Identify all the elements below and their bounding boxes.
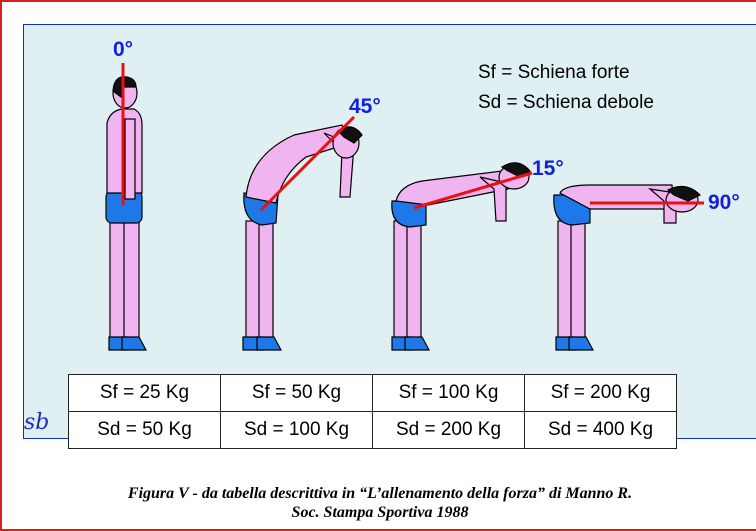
caption-line-2: Soc. Stampa Sportiva 1988 [2,503,756,522]
figure-90-leg-front [571,221,585,345]
signature: sb [24,410,49,435]
figure-45-leg-back [246,221,260,345]
legend: Sf = Schiena forte Sd = Schiena debole [478,58,654,118]
angle-label-90: 90° [708,191,740,215]
table-row-sf: Sf = 25 Kg Sf = 50 Kg Sf = 100 Kg Sf = 2… [69,375,677,412]
figure-45-shoe-front [257,337,281,350]
angle-label-45: 45° [349,95,381,119]
figure-standing [106,63,146,350]
illustration-panel: 0° 45° 15° 90° Sf = Schiena forte Sd = S… [23,24,756,439]
figure-standing-leg-back [110,220,125,345]
caption-line-1: Figura V - da tabella descrittiva in “L’… [2,484,756,503]
table-cell: Sf = 100 Kg [373,375,525,412]
angle-label-0: 0° [113,38,133,62]
figure-15-leg-front [407,221,421,345]
angle-label-15: 15° [532,157,564,181]
figure-15 [392,163,532,350]
figure-90 [554,185,704,350]
figure-15-torso [396,171,508,205]
table-cell: Sf = 25 Kg [69,375,221,412]
figure-caption: Figura V - da tabella descrittiva in “L’… [2,484,756,522]
legend-sd: Sd = Schiena debole [478,88,654,118]
figure-15-leg-back [394,221,408,345]
figure-standing-arm [125,119,135,199]
table-cell: Sf = 50 Kg [221,375,373,412]
figure-90-shoe-front [569,337,593,350]
table-cell: Sd = 50 Kg [69,412,221,449]
figure-standing-leg-front [124,220,139,345]
legend-sf: Sf = Schiena forte [478,58,654,88]
table-row-sd: Sd = 50 Kg Sd = 100 Kg Sd = 200 Kg Sd = … [69,412,677,449]
figure-15-shoe-front [405,337,429,350]
table-cell: Sd = 200 Kg [373,412,525,449]
figure-standing-shoe-front [122,337,146,350]
load-table: Sf = 25 Kg Sf = 50 Kg Sf = 100 Kg Sf = 2… [68,374,677,449]
figure-45-leg-front [259,221,273,345]
figure-45 [243,117,362,350]
figure-90-leg-back [558,221,572,345]
table-cell: Sf = 200 Kg [525,375,677,412]
table-cell: Sd = 400 Kg [525,412,677,449]
table-cell: Sd = 100 Kg [221,412,373,449]
